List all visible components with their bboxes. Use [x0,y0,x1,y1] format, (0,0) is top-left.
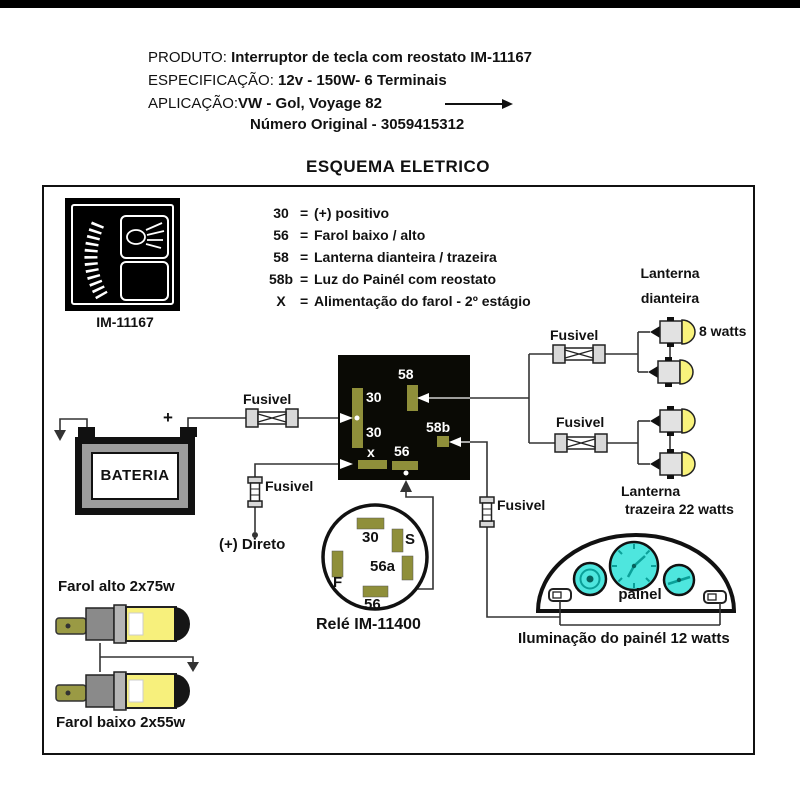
gauge-center-icon [608,540,660,592]
legend-eq: = [300,249,309,265]
wire-arrow-icon [340,459,353,469]
legend-key: 56 [273,227,289,243]
fuse-label: Fusivel [243,391,292,407]
legend-eq: = [300,227,309,243]
headlight-high-label: Farol alto 2x75w [58,578,175,595]
relay-terminal-56a: 56a [370,558,396,575]
fuse-label: Fusivel [497,497,546,513]
legend-key: 58 [273,249,289,265]
application-label: APLICAÇÃO: [148,95,239,112]
legend-row: 58 = Lanterna dianteira / trazeira [262,249,531,271]
product-value: Interruptor de tecla com reostato IM-111… [231,49,533,66]
panel-caption: Iluminação do painél 12 watts [518,630,730,647]
relay-terminal-s: S [405,531,416,548]
battery-symbol [75,427,197,515]
switch-terminal-58: 58 [398,366,414,382]
schematic-frame [42,185,755,755]
relay-caption: Relé IM-11400 [316,616,421,633]
legend-key: 58b [268,271,294,287]
relay-symbol [321,503,429,611]
legend-row: 30 = (+) positivo [262,205,531,227]
product-label: PRODUTO: [148,49,227,66]
lantern-rear-label-2: trazeira 22 watts [625,501,734,517]
panel-wires [559,601,721,626]
legend-row: 58b = Luz do Painél com reostato [262,271,531,293]
ground-arrow-icon [187,662,199,672]
legend-eq: = [300,293,309,309]
application-arrow-icon [445,99,513,109]
fuse-label: Fusivel [550,327,599,343]
fuse-label: Fusivel [265,478,314,494]
switch-terminal-30a: 30 [366,389,382,405]
wires [59,331,671,672]
ground-arrow-icon [54,430,66,441]
legend-eq: = [300,205,309,221]
gauge-right-icon [662,563,696,597]
top-border-bar [0,0,800,8]
application-line: APLICAÇÃO:VW - Gol, Voyage 82 [148,92,532,115]
gauge-left-icon [572,561,608,597]
legend-desc: Alimentação do farol - 2º estágio [314,293,531,309]
legend-eq: = [300,271,309,287]
switch-terminal-x: x [367,444,375,460]
application-value: VW - Gol, Voyage 82 [238,95,382,112]
wire-end-dot [252,532,258,538]
switch-terminal-56: 56 [394,443,410,459]
legend-desc: Lanterna dianteira / trazeira [314,249,497,265]
lantern-front-label-2: dianteira [640,290,700,306]
relay-terminal-f: F [333,574,343,591]
direto-label: (+) Direto [219,536,286,553]
battery-plus-sign: + [163,408,173,427]
lantern-front-watts: 8 watts [699,323,747,339]
diagram-title: ESQUEMA ELETRICO [306,157,490,176]
fuse-label: Fusivel [556,414,605,430]
panel-label: painel [618,586,662,603]
legend-key: 30 [273,205,289,221]
switch-terminal-30b: 30 [366,424,382,440]
legend-desc: Luz do Painél com reostato [314,271,497,287]
instrument-panel [535,533,737,626]
switch-front-icon [65,198,180,311]
headlight-symbol-icon [126,222,165,249]
legend-row: X = Alimentação do farol - 2º estágio [262,293,531,315]
legend-row: 56 = Farol baixo / alto [262,227,531,249]
switch-terminal-58b: 58b [426,419,451,435]
wire-arrow-icon [417,393,429,403]
switch-terminal-box [338,355,470,480]
relay-terminal-56: 56 [364,596,381,613]
battery-label: BATERIA [100,467,170,484]
legend-desc: Farol baixo / alto [314,227,426,243]
headlight-low-label: Farol baixo 2x55w [56,714,186,731]
original-number: Número Original - 3059415312 [250,116,465,133]
lantern-front-label-1: Lanterna [640,265,700,281]
product-line: PRODUTO: Interruptor de tecla com reosta… [148,46,532,69]
legend-key: X [276,293,286,309]
legend-desc: (+) positivo [314,205,390,221]
header-block: PRODUTO: Interruptor de tecla com reosta… [148,46,532,115]
relay-terminal-30: 30 [362,529,379,546]
wire-arrow-icon [400,480,412,492]
wire-arrow-icon [340,413,353,423]
spec-value: 12v - 150W- 6 Terminais [278,72,447,89]
switch-caption: IM-11167 [96,314,154,330]
terminal-legend: 30 = (+) positivo 56 = Farol baixo / alto 58… [262,205,531,315]
spec-label: ESPECIFICAÇÃO: [148,72,274,89]
wire-arrow-icon [449,437,461,447]
lantern-rear-label-1: Lanterna [621,483,681,499]
spec-line: ESPECIFICAÇÃO: 12v - 150W- 6 Terminais [148,69,532,92]
